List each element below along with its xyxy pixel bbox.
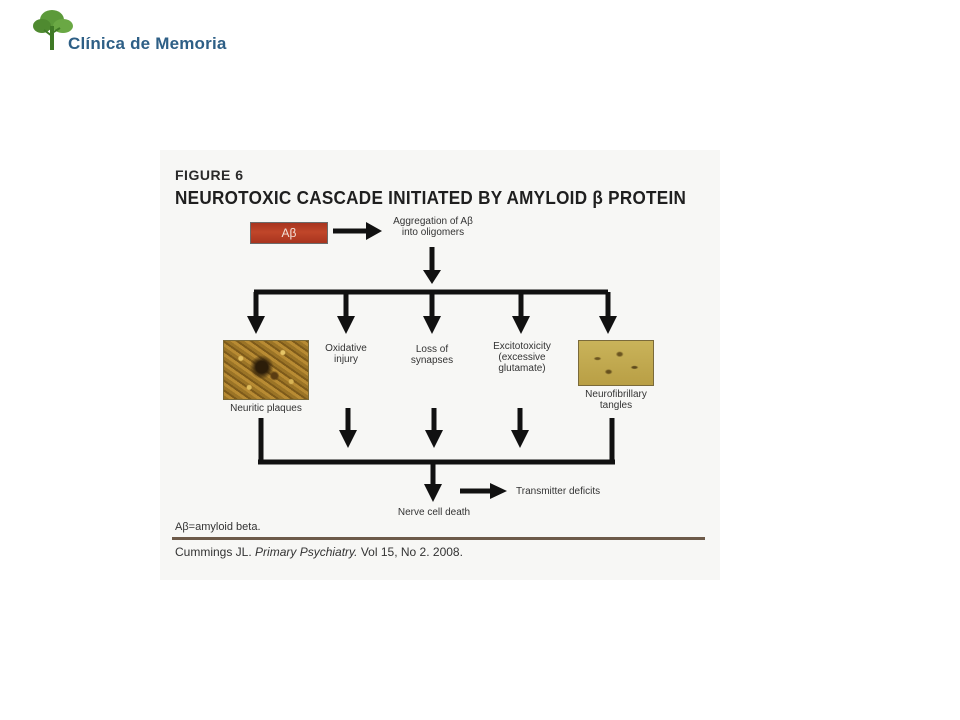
tangles-line-1: Neurofibrillary <box>585 389 647 400</box>
excito-line-3: glutamate) <box>498 363 546 374</box>
clinica-logo <box>30 6 270 56</box>
transmitter-deficits-node: Transmitter deficits <box>516 486 601 497</box>
tree-icon <box>33 10 73 50</box>
amyloid-beta-box: Aβ <box>250 222 328 244</box>
oxidative-line-2: injury <box>334 354 358 365</box>
oxidative-line-1: Oxidative <box>325 343 367 354</box>
citation: Cummings JL. Primary Psychiatry. Vol 15,… <box>175 545 463 559</box>
figure-label: FIGURE 6 <box>175 167 244 183</box>
neurofibrillary-tangles-node: Neurofibrillary tangles <box>566 389 666 411</box>
neuritic-plaques-label: Neuritic plaques <box>230 403 302 414</box>
aggregation-node: Aggregation of Aβ into oligomers <box>378 216 488 238</box>
synapses-line-1: Loss of <box>415 344 449 355</box>
neurofibrillary-tangles-image <box>578 340 654 386</box>
brand-name: Clínica de Memoria <box>68 34 227 53</box>
tangles-line-2: tangles <box>599 400 633 411</box>
oxidative-injury-node: Oxidative injury <box>306 343 386 365</box>
loss-of-synapses-node: Loss of synapses <box>392 344 472 366</box>
figure-title: NEUROTOXIC CASCADE INITIATED BY AMYLOID … <box>175 188 687 208</box>
nerve-cell-death-node: Nerve cell death <box>397 507 471 518</box>
excitotoxicity-node: Excitotoxicity (excessive glutamate) <box>474 341 570 374</box>
excito-line-1: Excitotoxicity <box>493 341 551 352</box>
abbreviation-footnote: Aβ=amyloid beta. <box>175 521 261 533</box>
figure-rule <box>172 537 705 540</box>
citation-journal: Primary Psychiatry. <box>255 545 358 559</box>
excito-line-2: (excessive <box>498 352 546 363</box>
citation-detail: Vol 15, No 2. 2008. <box>360 545 463 559</box>
citation-author: Cummings JL. <box>175 545 252 559</box>
neuritic-plaques-image <box>223 340 309 400</box>
aggregation-line-2: into oligomers <box>401 227 465 238</box>
aggregation-line-1: Aggregation of Aβ <box>393 216 473 227</box>
synapses-line-2: synapses <box>410 355 454 366</box>
